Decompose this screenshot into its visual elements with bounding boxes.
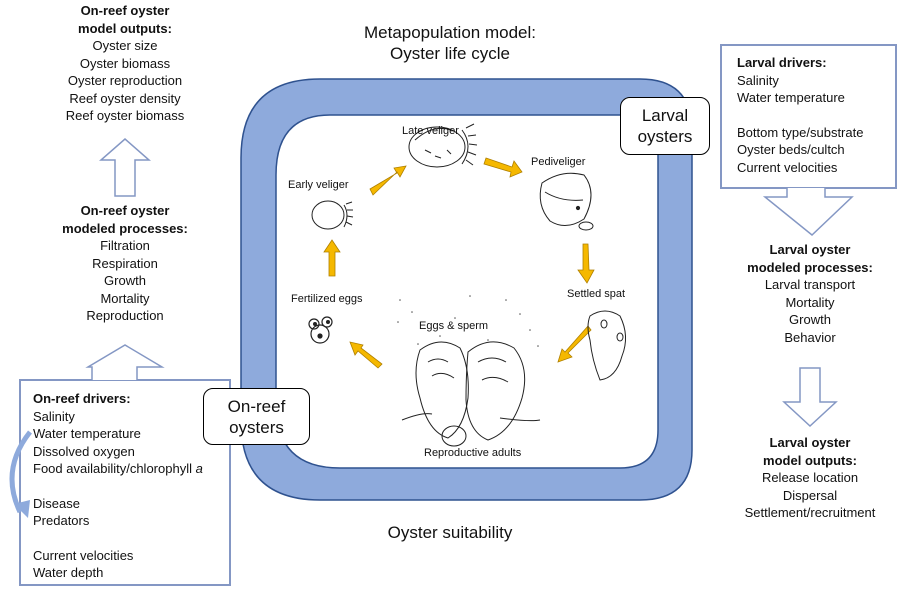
onreef-output-item: Oyster size — [92, 38, 158, 53]
larval-outputs: Larval oyster model outputs: Release loc… — [725, 434, 895, 522]
life-cycle-arrows — [323, 157, 595, 369]
onreef-output-item: Reef oyster biomass — [65, 108, 185, 123]
stage-eggs-sperm: Eggs & sperm — [419, 320, 489, 332]
larval-processes: Larval oyster modeled processes: Larval … — [725, 241, 895, 346]
onreef-process-item: Growth — [104, 273, 146, 288]
onreef-process-item: Reproduction — [86, 308, 164, 323]
arrow-adults-to-eggs — [349, 341, 383, 369]
larval-driver-item: Bottom type/substrate — [737, 124, 864, 140]
late-veliger-sketch — [408, 123, 478, 168]
food-prefix: Food availability/chlorophyll — [33, 461, 196, 476]
larval-processes-heading-2: modeled processes: — [747, 259, 873, 275]
arrow-spat-to-adults — [557, 325, 592, 363]
onreef-driver-item: Disease — [33, 495, 80, 511]
arrow-pedi-to-spat — [577, 243, 595, 284]
onreef-processes-up-arrow — [99, 138, 151, 197]
reproductive-adults-sketch — [401, 341, 541, 447]
onreef-process-item: Respiration — [92, 255, 158, 271]
title-line-2: Oyster life cycle — [390, 44, 510, 63]
larval-process-item: Larval transport — [764, 277, 856, 292]
onreef-node-line-1: On-reef — [227, 396, 286, 416]
onreef-driver-item: Water temperature — [33, 426, 141, 441]
onreef-drivers-heading: On-reef drivers: — [33, 391, 131, 406]
onreef-output-item: Oyster reproduction — [67, 73, 183, 88]
onreef-processes: On-reef oyster modeled processes: Filtra… — [35, 202, 215, 325]
larval-driver-item: Salinity — [737, 72, 779, 88]
onreef-processes-heading-2: modeled processes: — [62, 220, 188, 236]
title-line-1: Metapopulation model: — [363, 23, 536, 42]
stage-reproductive-adults: Reproductive adults — [424, 447, 522, 459]
stage-pediveliger: Pediveliger — [531, 156, 586, 168]
larval-output-item: Release location — [761, 470, 859, 485]
arrow-eggs-to-early — [323, 239, 341, 277]
onreef-output-item: Oyster biomass — [79, 55, 171, 71]
arrow-early-to-late — [369, 165, 407, 196]
onreef-drivers: On-reef drivers: Salinity Water temperat… — [33, 390, 228, 582]
diagram-title: Metapopulation model: Oyster life cycle — [330, 22, 570, 64]
onreef-oysters-node: On-reef oysters — [203, 388, 310, 445]
larval-process-item: Growth — [789, 312, 831, 327]
stage-early-veliger: Early veliger — [288, 179, 349, 191]
larval-node-line-2: oysters — [637, 127, 693, 146]
larval-driver-item: Current velocities — [737, 159, 838, 175]
larval-outputs-heading-1: Larval oyster — [769, 435, 851, 450]
onreef-driver-item-food: Food availability/chlorophyll a — [33, 460, 228, 478]
larval-drivers-heading: Larval drivers: — [737, 55, 827, 70]
onreef-process-item: Mortality — [100, 290, 150, 306]
larval-output-item: Settlement/recruitment — [744, 505, 876, 520]
onreef-driver-item: Water depth — [33, 565, 104, 580]
fertilized-eggs-sketch — [308, 316, 333, 344]
larval-outputs-heading-2: model outputs: — [763, 452, 857, 468]
larval-oysters-node: Larval oysters — [620, 97, 710, 155]
larval-driver-item: Water temperature — [737, 90, 845, 105]
larval-drivers-box — [720, 44, 897, 189]
onreef-output-item: Reef oyster density — [69, 90, 181, 106]
onreef-processes-heading-1: On-reef oyster — [80, 203, 170, 218]
gamete-dots — [397, 295, 539, 347]
onreef-process-item: Filtration — [100, 238, 150, 253]
early-veliger-sketch — [311, 200, 354, 230]
onreef-node-line-2: oysters — [229, 417, 284, 437]
larval-processes-down-arrow — [782, 367, 838, 428]
onreef-driver-item: Current velocities — [33, 547, 134, 563]
oyster-suitability-label: Oyster suitability — [387, 523, 513, 542]
larval-drivers: Larval drivers: Salinity Water temperatu… — [737, 54, 895, 176]
pediveliger-sketch — [539, 172, 594, 231]
onreef-driver-item: Dissolved oxygen — [33, 443, 135, 459]
larval-process-item: Behavior — [784, 329, 836, 345]
food-italic: a — [195, 461, 203, 476]
onreef-outputs-heading-1: On-reef oyster — [80, 3, 170, 18]
larval-node-line-1: Larval — [641, 106, 689, 125]
onreef-driver-item: Predators — [33, 513, 90, 528]
larval-process-item: Mortality — [785, 294, 835, 310]
onreef-driver-item: Salinity — [33, 408, 75, 424]
stage-late-veliger: Late veliger — [402, 125, 459, 137]
settled-spat-sketch — [587, 310, 626, 381]
stage-fertilized-eggs: Fertilized eggs — [291, 293, 363, 305]
onreef-drivers-up-arrow — [85, 344, 165, 380]
onreef-outputs: On-reef oyster model outputs: Oyster siz… — [35, 2, 215, 125]
larval-output-item: Dispersal — [782, 487, 838, 503]
stage-settled-spat: Settled spat — [567, 288, 626, 300]
onreef-drivers-box — [19, 379, 231, 586]
onreef-outputs-heading-2: model outputs: — [78, 20, 172, 36]
larval-processes-heading-1: Larval oyster — [769, 242, 851, 257]
larval-driver-item: Oyster beds/cultch — [737, 142, 845, 157]
larval-drivers-down-arrow — [762, 188, 854, 236]
arrow-late-to-pedi — [483, 157, 523, 178]
curved-driver-arrowhead — [14, 500, 30, 518]
